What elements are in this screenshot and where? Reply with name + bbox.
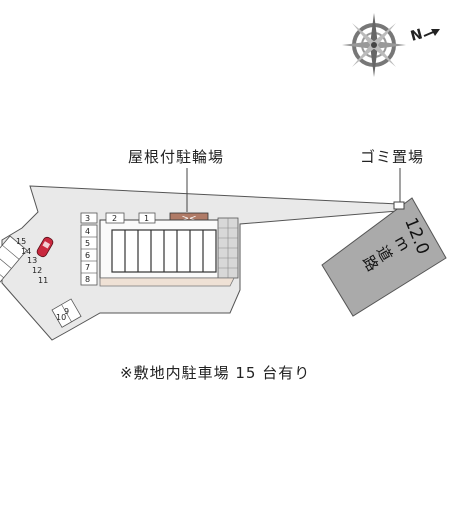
parking-note: ※敷地内駐車場 15 台有り	[120, 364, 311, 382]
space-1: 1	[144, 214, 149, 223]
space-7: 7	[85, 263, 90, 272]
footpath	[99, 277, 235, 287]
garbage-label: ゴミ置場	[360, 148, 425, 166]
space-11: 11	[38, 276, 48, 285]
space-15: 15	[16, 237, 26, 246]
north-label: N	[409, 26, 424, 44]
parking-diagonal: 15 14 13 12 11	[0, 235, 48, 297]
parking-top-row: 3 2 1	[80, 212, 156, 224]
road	[321, 197, 447, 317]
space-14: 14	[21, 247, 31, 256]
space-5: 5	[85, 239, 90, 248]
space-8: 8	[85, 275, 90, 284]
garbage-box	[393, 201, 405, 210]
bike-parking-label: 屋根付駐輪場	[128, 148, 225, 166]
space-12: 12	[32, 266, 42, 275]
parking-left-column: 4 5 6 7 8	[80, 224, 98, 286]
space-4: 4	[85, 227, 90, 236]
space-13: 13	[27, 256, 37, 265]
unit-dividers	[124, 230, 204, 272]
car-icon	[36, 236, 54, 258]
space-9: 9	[64, 307, 69, 316]
space-2: 2	[112, 214, 117, 223]
space-3: 3	[85, 214, 90, 223]
compass-icon: N	[342, 13, 440, 77]
bike-roof-mark: ><	[181, 214, 196, 224]
space-10: 10	[56, 313, 66, 322]
parking-bottom: 10 9	[51, 298, 82, 328]
space-6: 6	[85, 251, 90, 260]
